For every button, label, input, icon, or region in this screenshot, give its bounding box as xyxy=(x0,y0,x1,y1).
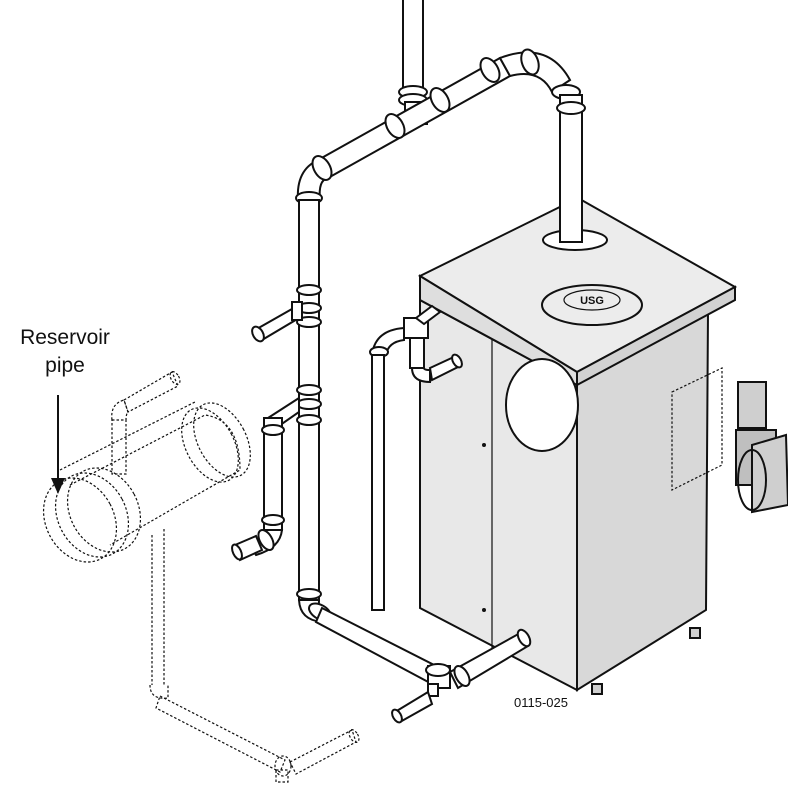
supply-piping xyxy=(231,0,586,724)
reservoir-label-line1: Reservoir xyxy=(20,326,110,349)
reservoir-pointer-arrow xyxy=(51,395,65,494)
jacket-panel xyxy=(671,367,723,491)
boiler-fittings xyxy=(369,304,463,611)
usg-logo-plate xyxy=(541,284,643,326)
burner xyxy=(735,381,788,514)
reservoir-pipe-label: Reservoir pipe xyxy=(10,324,120,380)
burner-opening xyxy=(505,358,579,452)
logo-text: USG xyxy=(580,295,604,307)
figure-number: 0115-025 xyxy=(514,695,568,710)
boiler: USG xyxy=(417,196,788,695)
reservoir-label-line2: pipe xyxy=(45,354,85,377)
reservoir-pipe xyxy=(42,371,360,783)
